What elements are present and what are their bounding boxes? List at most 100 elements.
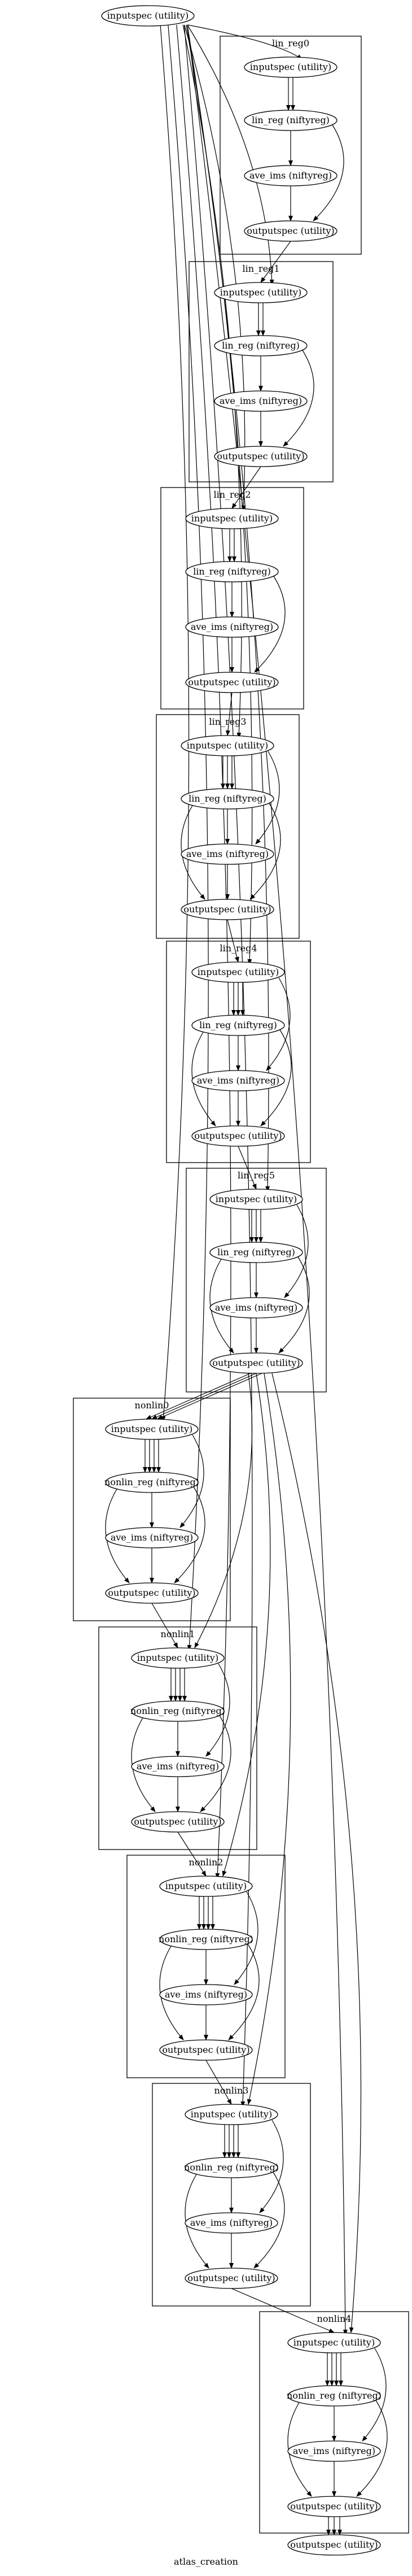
cluster-lin_reg2: lin_reg2	[160, 487, 304, 710]
nodes-layer: inputspec (utility) outputspec (utility) i…	[101, 5, 382, 2556]
nonlin1-registration-node: nonlin_reg (niftyreg)	[130, 1700, 225, 1722]
final-outputspec-node: outputspec (utility)	[287, 2534, 381, 2556]
nonlin1-inputspec-node: inputspec (utility)	[131, 1647, 225, 1669]
node-label: outputspec (utility)	[290, 2539, 378, 2550]
edge-chain-outputspec-to-inputspec	[177, 1831, 207, 1877]
node-ellipse	[131, 1700, 225, 1722]
edge-inputspec-to-ave	[179, 1434, 204, 1528]
node-ellipse	[287, 2385, 381, 2407]
node-ellipse	[287, 2496, 381, 2517]
nonlin2-ave-ims-node: ave_ims (niftyreg)	[159, 1984, 253, 2005]
node-label: lin_reg (niftyreg)	[217, 1247, 295, 1257]
node-label: ave_ims (niftyreg)	[249, 170, 332, 181]
lin_reg1-registration-node: lin_reg (niftyreg)	[214, 335, 308, 356]
nonlin0-outputspec-node: outputspec (utility)	[105, 1582, 199, 1604]
node-label: lin_reg (niftyreg)	[189, 793, 266, 804]
node-ellipse	[181, 735, 274, 756]
edge-reg-to-outputspec	[200, 1715, 231, 1812]
nonlin2-registration-node: nonlin_reg (niftyreg)	[159, 1929, 253, 1950]
node-ellipse	[185, 616, 279, 638]
node-label: outputspec (utility)	[183, 904, 271, 915]
node-label: inputspec (utility)	[191, 513, 273, 524]
lin_reg3-ave-ims-node: ave_ims (niftyreg)	[181, 843, 274, 865]
node-label: outputspec (utility)	[290, 2501, 378, 2512]
node-ellipse	[181, 843, 274, 865]
edge-reg-to-outputspec	[249, 803, 281, 900]
nonlin0-inputspec-node: inputspec (utility)	[105, 1418, 199, 1440]
node-label: inputspec (utility)	[216, 1194, 297, 1204]
node-ellipse	[209, 1242, 303, 1263]
node-label: inputspec (utility)	[250, 62, 331, 72]
node-label: ave_ims (niftyreg)	[190, 2217, 273, 2228]
edge-inputspec-to-ave	[205, 1663, 230, 1757]
node-label: inputspec (utility)	[107, 10, 189, 21]
node-label: inputspec (utility)	[198, 967, 279, 977]
edge-fanout-to-inputspec	[187, 24, 303, 60]
edge-inputspec-to-ave	[266, 977, 291, 1071]
node-label: lin_reg (niftyreg)	[252, 115, 330, 125]
node-label: inputspec (utility)	[137, 1652, 218, 1663]
cluster-lin_reg5: lin_reg5	[186, 1168, 327, 1393]
lin_reg4-inputspec-node: inputspec (utility)	[191, 961, 285, 983]
lin_reg4-registration-node: lin_reg (niftyreg)	[191, 1015, 285, 1036]
lin_reg0-ave-ims-node: ave_ims (niftyreg)	[244, 165, 338, 186]
node-ellipse	[191, 1125, 285, 1147]
node-ellipse	[105, 1418, 199, 1440]
node-label: lin_reg (niftyreg)	[199, 1020, 277, 1030]
edge-chain-outputspec-to-inputspec	[151, 1373, 257, 1420]
node-label: ave_ims (niftyreg)	[215, 1302, 297, 1313]
edge-linreg5-to-nonlin	[222, 1373, 271, 1877]
graph-caption: atlas_creation	[174, 2556, 238, 2567]
cluster-nonlin2: nonlin2	[126, 1855, 286, 2078]
lin_reg2-ave-ims-node: ave_ims (niftyreg)	[185, 616, 279, 638]
node-label: outputspec (utility)	[134, 1816, 221, 1827]
node-ellipse	[185, 2212, 278, 2234]
node-ellipse	[214, 282, 308, 303]
cluster-label: lin_reg5	[238, 1170, 275, 1181]
node-label: lin_reg (niftyreg)	[193, 566, 271, 577]
cluster-box	[259, 2311, 409, 2534]
edge-fanout-to-inputspec	[168, 24, 209, 1651]
node-ellipse	[105, 1582, 199, 1604]
node-label: nonlin_reg (niftyreg)	[287, 2390, 382, 2401]
cluster-nonlin3: nonlin3	[152, 2083, 311, 2307]
node-ellipse	[287, 2332, 381, 2353]
node-label: inputspec (utility)	[191, 2109, 272, 2120]
cluster-nonlin0: nonlin0	[73, 1398, 231, 1621]
nonlin3-registration-node: nonlin_reg (niftyreg)	[184, 2157, 279, 2178]
node-ellipse	[209, 1189, 303, 1210]
node-ellipse	[214, 390, 308, 412]
edge-linreg5-to-nonlin	[247, 1373, 291, 2105]
nonlin1-ave-ims-node: ave_ims (niftyreg)	[131, 1756, 225, 1777]
node-ellipse	[287, 2534, 381, 2556]
cluster-label: nonlin4	[317, 2313, 352, 2324]
lin_reg0-inputspec-node: inputspec (utility)	[244, 56, 338, 78]
cluster-box	[156, 714, 300, 939]
cluster-label: nonlin1	[161, 1629, 195, 1639]
node-ellipse	[185, 672, 279, 693]
node-ellipse	[159, 1929, 253, 1950]
node-ellipse	[209, 1297, 303, 1319]
top-inputspec-node: inputspec (utility)	[101, 5, 195, 27]
cluster-label: lin_reg0	[272, 38, 309, 49]
node-ellipse	[214, 446, 308, 467]
edge-inputspec-to-ave	[255, 751, 280, 845]
node-label: ave_ims (niftyreg)	[186, 848, 269, 859]
node-ellipse	[244, 165, 338, 186]
clusters-layer: lin_reg0lin_reg1lin_reg2lin_reg3lin_reg4…	[73, 36, 409, 2534]
node-ellipse	[214, 335, 308, 356]
node-label: outputspec (utility)	[194, 1130, 282, 1141]
edge-reg-to-outputspec	[278, 1256, 310, 1354]
node-label: outputspec (utility)	[217, 451, 304, 462]
edge-linreg5-to-nonlin	[194, 1373, 253, 1648]
nonlin2-outputspec-node: outputspec (utility)	[159, 2039, 253, 2061]
node-ellipse	[191, 1070, 285, 1091]
node-label: outputspec (utility)	[188, 677, 275, 687]
node-ellipse	[105, 1527, 199, 1548]
nonlin4-registration-node: nonlin_reg (niftyreg)	[287, 2385, 382, 2407]
cluster-lin_reg1: lin_reg1	[189, 261, 334, 482]
edge-chain-outputspec-to-inputspec	[151, 1603, 178, 1648]
lin_reg1-outputspec-node: outputspec (utility)	[214, 446, 308, 467]
nonlin0-registration-node: nonlin_reg (niftyreg)	[104, 1472, 199, 1493]
